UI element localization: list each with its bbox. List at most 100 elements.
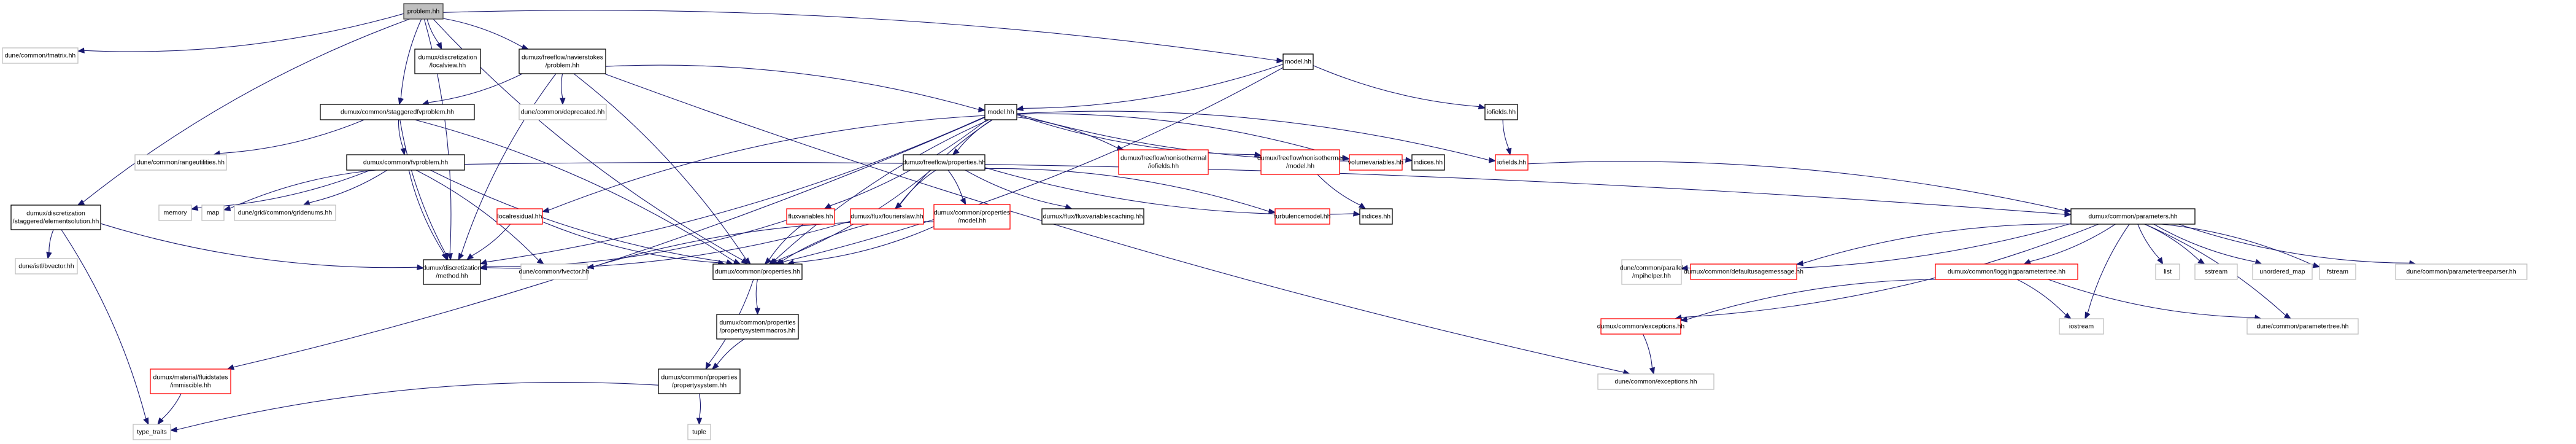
node-box [1690, 263, 1797, 280]
node-box [1349, 154, 1403, 171]
arrowhead-icon [1795, 260, 1804, 267]
node-staggeredfv[interactable]: dumux/common/staggeredfvproblem.hh [320, 104, 475, 120]
node-label: /mpihelper.hh [1632, 273, 1671, 280]
node-box [1282, 53, 1314, 70]
node-box [346, 154, 465, 171]
node-box [1484, 104, 1518, 120]
node-noniso-iofields: dumux/freeflow/nonisothermal/iofields.hh [1118, 149, 1209, 175]
node-box [1597, 373, 1714, 390]
node-label: indices.hh [1414, 159, 1443, 166]
node-box [423, 259, 481, 285]
node-box [984, 104, 1017, 120]
arrowhead-icon [1478, 103, 1486, 110]
edge-propmodel-to-properties [793, 226, 935, 263]
node-box [1260, 149, 1340, 175]
node-fluxvariables: fluxvariables.hh [786, 208, 835, 225]
node-box [320, 104, 475, 120]
node-label: dune/grid/common/gridenums.hh [238, 209, 333, 217]
node-noniso-model: dumux/freeflow/nonisothermal/model.hh [1257, 149, 1343, 175]
edge-ffproperties-to-propmodel [947, 169, 963, 200]
edge-nsproblem-to-dune_exceptions [604, 73, 1624, 373]
edge-model_mid-to-iofields_red [1016, 111, 1490, 161]
node-label: problem.hh [407, 8, 440, 15]
node-method[interactable]: dumux/discretization/method.hh [423, 259, 482, 285]
node-localview[interactable]: dumux/discretization/localview.hh [414, 49, 481, 74]
edge-model_top-to-properties [782, 67, 1284, 262]
edge-iofields_red-to-parameters [1527, 161, 2065, 211]
node-defaultusage: dumux/common/defaultusagemessage.hh [1684, 263, 1803, 280]
node-problem[interactable]: problem.hh [403, 3, 444, 20]
node-box [2246, 318, 2359, 335]
node-model-top[interactable]: model.hh [1282, 53, 1314, 70]
node-unordered-map: unordered_map [2252, 263, 2313, 280]
node-box [712, 263, 803, 280]
node-label: /propertysystemmacros.hh [720, 327, 796, 335]
edge-nsproblem-to-model_mid [605, 64, 979, 110]
edge-ffproperties-to-fourierslaw [899, 169, 936, 205]
node-label: model.hh [1285, 58, 1311, 66]
node-label: dumux/discretization [26, 210, 85, 217]
node-label: dune/common/parametertree.hh [2257, 323, 2349, 330]
node-box [519, 104, 607, 120]
node-parameters[interactable]: dumux/common/parameters.hh [2070, 208, 2196, 225]
arrowhead-icon [521, 44, 530, 50]
node-elementsolution[interactable]: dumux/discretization/staggered/elementso… [10, 204, 101, 230]
arrowhead-icon [2084, 311, 2091, 320]
node-box [2395, 263, 2528, 280]
node-box [850, 208, 924, 225]
node-propsysmacros[interactable]: dumux/common/properties/propertysystemma… [716, 314, 799, 340]
edge-fvproblem-to-gridenums [309, 169, 388, 203]
arrowhead-icon [744, 257, 751, 265]
edge-propsystem-to-tuple [698, 393, 701, 419]
node-sstream: sstream [2194, 263, 2238, 280]
node-label: tuple [692, 429, 706, 436]
node-fvproblem[interactable]: dumux/common/fvproblem.hh [346, 154, 465, 171]
edge-properties-to-propsysmacros [755, 279, 758, 309]
node-box [496, 208, 543, 225]
node-model-mid[interactable]: model.hh [984, 104, 1017, 120]
node-label: dune/common/deprecated.hh [521, 109, 605, 116]
node-label: /localview.hh [430, 62, 466, 69]
arrowhead-icon [2064, 211, 2072, 217]
node-parametertree: dune/common/parametertree.hh [2246, 318, 2359, 335]
node-properties[interactable]: dumux/common/properties.hh [712, 263, 803, 280]
arrowhead-icon [190, 204, 199, 211]
node-box [2252, 263, 2313, 280]
node-box [1118, 149, 1209, 175]
node-propsystem[interactable]: dumux/common/properties/propertysystem.h… [658, 368, 741, 394]
node-label: dune/common/exceptions.hh [1614, 378, 1697, 386]
node-nsproblem[interactable]: dumux/freeflow/navierstokes/problem.hh [519, 49, 606, 74]
node-loggingpt: dumux/common/loggingparametertree.hh [1935, 263, 2078, 280]
node-label: dumux/material/fluidstates [153, 374, 228, 381]
node-indices-mid[interactable]: indices.hh [1359, 208, 1393, 225]
node-box [1411, 154, 1445, 171]
edge-loggingpt-to-dumux_exceptions [1686, 279, 1956, 320]
node-label: dumux/common/properties.hh [715, 268, 800, 276]
edge-nsproblem-to-method [461, 73, 557, 255]
arrowhead-icon [143, 417, 149, 426]
edge-immiscible-to-type_traits [161, 393, 182, 420]
node-label: /immiscible.hh [170, 382, 211, 389]
node-iofields-black[interactable]: iofields.hh [1484, 104, 1518, 120]
edge-fourierslaw-to-properties [781, 224, 870, 262]
edge-fvproblem-to-properties [430, 169, 727, 263]
node-label: dumux/freeflow/properties.hh [903, 159, 986, 166]
node-label: /staggered/elementsolution.hh [13, 218, 99, 225]
arrowhead-icon [2254, 259, 2262, 265]
node-box [414, 49, 481, 74]
node-box [134, 154, 227, 171]
node-fluxvarcaching[interactable]: dumux/flux/fluxvariablescaching.hh [1041, 208, 1144, 225]
node-label: iostream [2069, 323, 2094, 330]
edge-model_mid-to-noniso_iofields [1016, 116, 1118, 149]
node-indices-top[interactable]: indices.hh [1411, 154, 1445, 171]
arrowhead-icon [1016, 105, 1024, 112]
arrowhead-icon [733, 259, 741, 265]
arrowhead-icon [223, 205, 231, 211]
edge-fvproblem-to-memory [197, 169, 371, 209]
node-ffproperties[interactable]: dumux/freeflow/properties.hh [903, 154, 986, 171]
arrowhead-icon [46, 251, 52, 260]
node-memory: memory [158, 204, 192, 221]
node-turbulencemodel: turbulencemodel.hh [1274, 208, 1331, 225]
node-immiscible: dumux/material/fluidstates/immiscible.hh [150, 368, 231, 394]
